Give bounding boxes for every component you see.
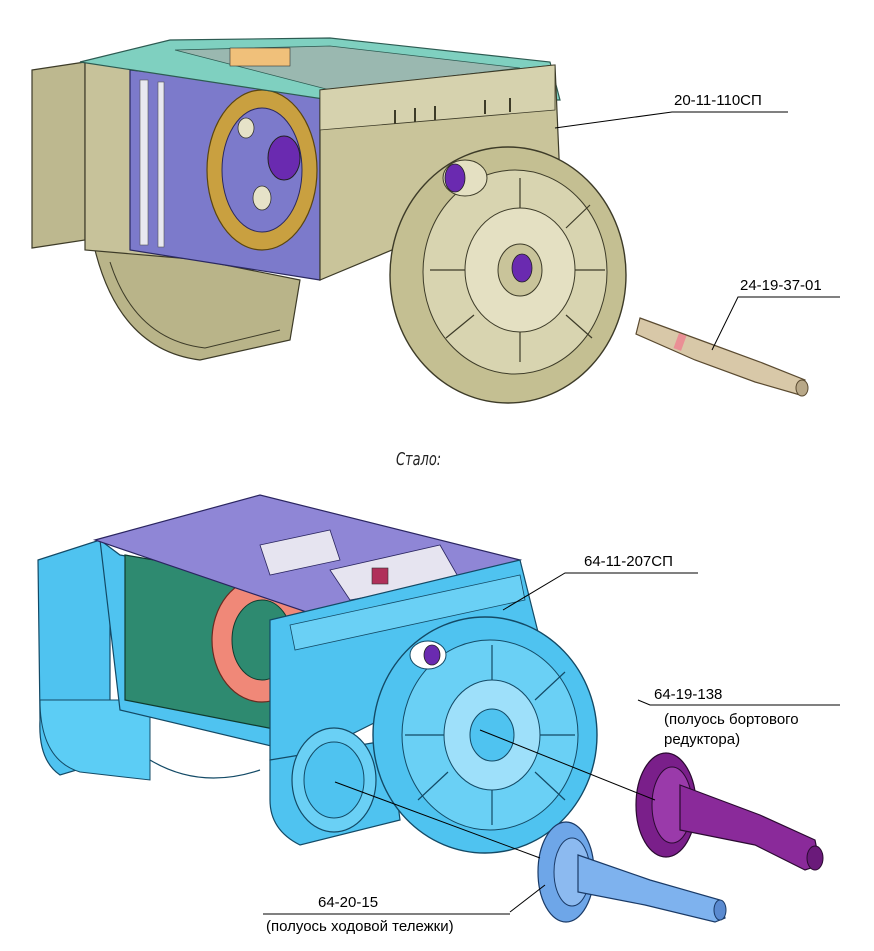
callout-final-drive-shaft-code: 64-19-138: [654, 686, 723, 703]
callout-leaders-bottom: [263, 572, 840, 915]
callout-final-drive-shaft-note-2: редуктора): [664, 731, 741, 748]
new-final-drive-shaft: [635, 752, 824, 871]
caption-after: Стало:: [396, 449, 442, 470]
new-gearbox-housing: [37, 494, 598, 854]
callout-carriage-shaft-note: (полуось ходовой тележки): [266, 918, 454, 935]
new-track-carriage-shaft: [537, 821, 727, 923]
callout-leaders-top: [554, 111, 840, 351]
old-gearbox-housing: [31, 37, 627, 404]
callout-carriage-shaft-code: 64-20-15: [318, 894, 379, 911]
old-axle-shaft: [635, 317, 809, 397]
callout-final-drive-shaft-note-1: (полуось бортового: [664, 711, 799, 728]
callout-new-housing-code: 64-11-207СП: [584, 553, 673, 570]
callout-old-shaft-code: 24-19-37-01: [740, 277, 822, 294]
callout-old-housing-code: 20-11-110СП: [674, 92, 762, 109]
